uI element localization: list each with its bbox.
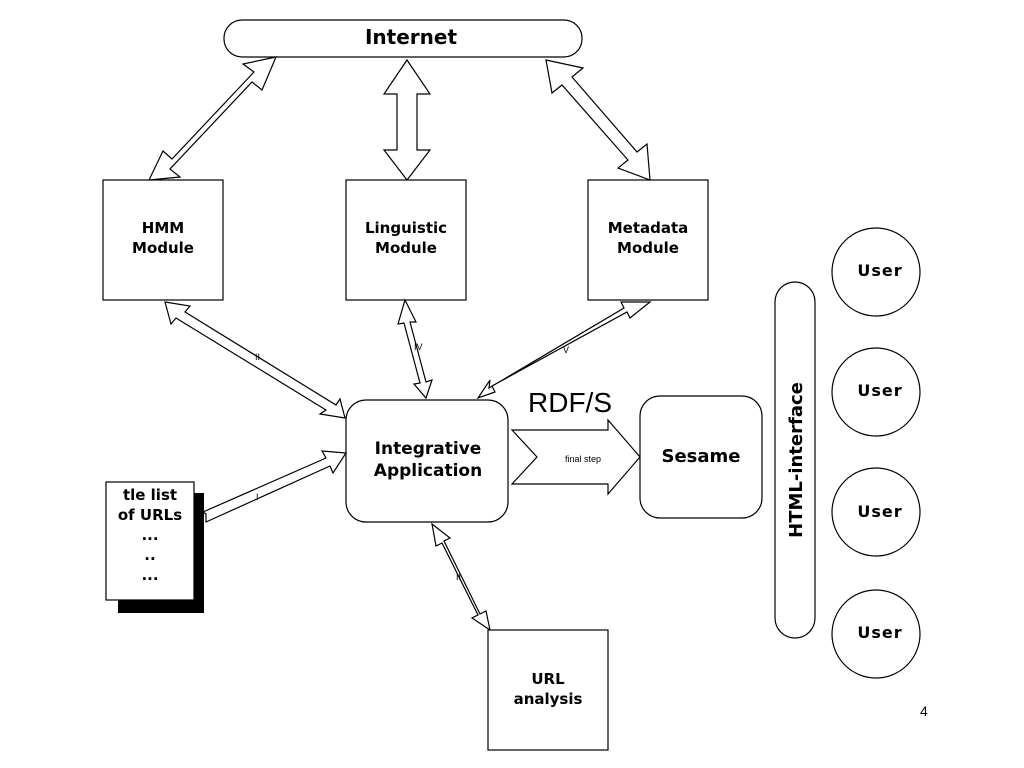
- arrow-integrative-urlanalysis: II: [431, 522, 491, 632]
- url-list-line4: ..: [144, 546, 155, 564]
- arrow-metadata-mark: V: [563, 345, 569, 355]
- user-node: User: [831, 467, 921, 557]
- user-label: User: [857, 623, 902, 642]
- sesame-label: Sesame: [662, 446, 741, 467]
- user-node: User: [831, 589, 921, 679]
- arrow-metadata-integrative: V: [476, 301, 652, 400]
- url-list-line2: of URLs: [118, 506, 182, 524]
- url-list-line1: tle list: [123, 486, 177, 504]
- arrow-internet-metadata: [545, 59, 651, 181]
- metadata-module: Metadata Module: [587, 179, 709, 301]
- arrow-urlanalysis-mark: II: [456, 572, 461, 582]
- linguistic-module: Linguistic Module: [345, 179, 467, 301]
- sesame-node: Sesame: [639, 395, 763, 519]
- user-node: User: [831, 347, 921, 437]
- metadata-module-line2: Module: [617, 239, 679, 257]
- arrow-linguistic-mark: IV: [414, 342, 423, 352]
- user-label: User: [857, 502, 902, 521]
- metadata-module-line1: Metadata: [608, 219, 689, 237]
- hmm-module-line1: HMM: [142, 219, 184, 237]
- arrow-urllist-integrative: I: [201, 450, 348, 523]
- linguistic-module-line1: Linguistic: [365, 219, 447, 237]
- url-analysis-line1: URL: [531, 670, 565, 688]
- final-step-arrow: final step: [510, 418, 641, 496]
- user-node: User: [831, 227, 921, 317]
- page-number: 4: [920, 703, 928, 719]
- user-label: User: [857, 261, 902, 280]
- internet-node: Internet: [223, 19, 583, 58]
- html-interface-label: HTML-interface: [786, 382, 807, 538]
- hmm-module: HMM Module: [102, 179, 224, 301]
- rdf-label: RDF/S: [528, 387, 612, 418]
- arrow-urllist-mark: I: [256, 492, 259, 502]
- arrow-internet-hmm: [147, 56, 278, 181]
- hmm-module-line2: Module: [132, 239, 194, 257]
- arrow-linguistic-integrative: IV: [397, 298, 433, 400]
- arrow-hmm-integrative: II: [164, 301, 346, 419]
- url-list-document: tle list of URLs ... .. ...: [105, 481, 204, 613]
- final-step-label: final step: [565, 454, 601, 464]
- url-list-line5: ...: [141, 566, 158, 584]
- arrow-internet-linguistic: [382, 58, 432, 181]
- internet-label: Internet: [365, 25, 457, 49]
- integrative-application: Integrative Application: [345, 399, 509, 523]
- url-analysis-line2: analysis: [514, 690, 583, 708]
- integrative-line1: Integrative: [375, 439, 482, 459]
- url-list-line3: ...: [141, 526, 158, 544]
- user-label: User: [857, 381, 902, 400]
- linguistic-module-line2: Module: [375, 239, 437, 257]
- html-interface: HTML-interface: [774, 281, 816, 639]
- url-analysis-module: URL analysis: [487, 629, 609, 751]
- arrow-hmm-mark: II: [255, 352, 260, 362]
- integrative-line2: Application: [374, 461, 482, 481]
